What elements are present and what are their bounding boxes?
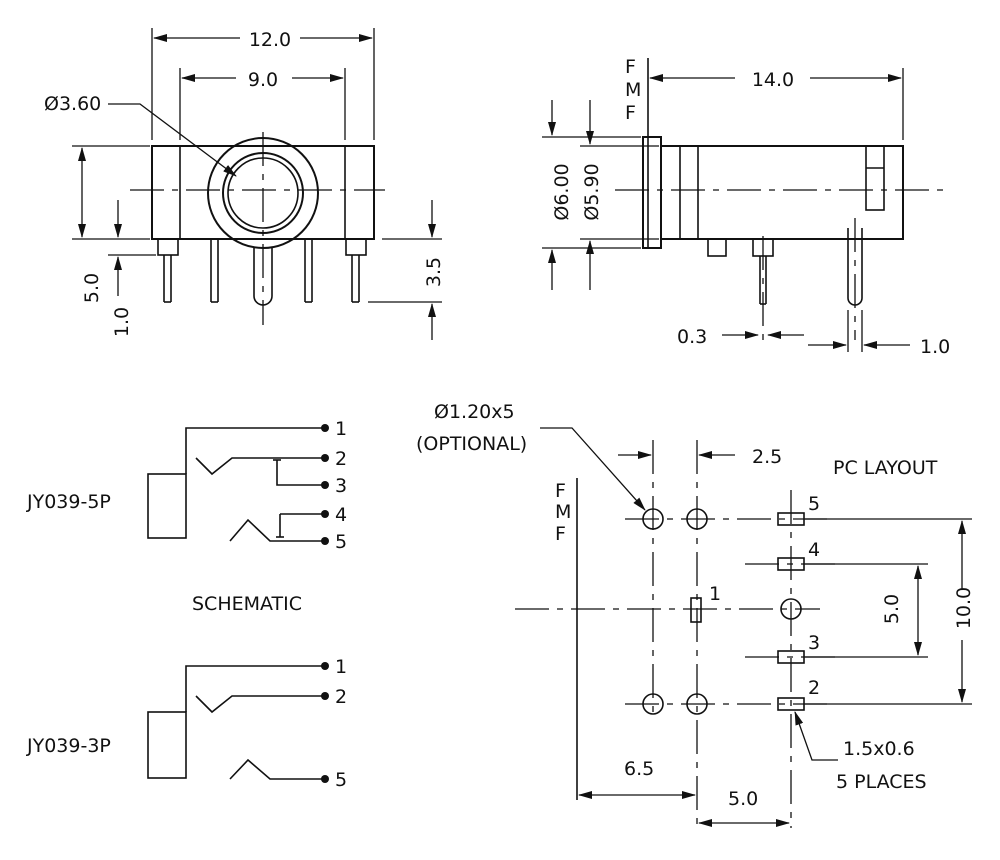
pad-number-2: 2 bbox=[808, 677, 820, 699]
jy039-5p-pin-4: 4 bbox=[335, 504, 347, 526]
front-view-dimensions: 12.0 9.0 Ø3.60 5.0 1.0 3.5 bbox=[44, 28, 445, 340]
schematic-jy039-3p: JY039-3P 1 2 5 bbox=[26, 656, 347, 791]
pc-layout-title: PC LAYOUT bbox=[833, 457, 938, 479]
jy039-3p-pin-2: 2 bbox=[335, 686, 347, 708]
pc-layout-holes bbox=[642, 508, 802, 715]
dim-inner-diameter: Ø5.90 bbox=[581, 163, 603, 220]
dim-pad-span-10: 10.0 bbox=[953, 587, 975, 629]
side-view-body bbox=[615, 136, 945, 249]
pcb-fmf-letter-1: F bbox=[555, 480, 566, 502]
jy039-5p-pin-1: 1 bbox=[335, 418, 347, 440]
dim-side-length: 14.0 bbox=[752, 69, 794, 91]
side-view-dimensions: 14.0 Ø6.00 Ø5.90 0.3 1.0 bbox=[542, 68, 950, 358]
dim-width-inner: 9.0 bbox=[248, 69, 278, 91]
pcb-fmf-letter-3: F bbox=[555, 523, 566, 545]
hole-note-optional: (OPTIONAL) bbox=[416, 433, 527, 455]
dim-standoff: 1.0 bbox=[111, 307, 133, 337]
dim-pad-span-5: 5.0 bbox=[881, 594, 903, 624]
pad-note-places: 5 PLACES bbox=[836, 771, 927, 793]
jy039-3p-pin-5: 5 bbox=[335, 769, 347, 791]
dim-pitch-5-0: 5.0 bbox=[728, 788, 758, 810]
dim-pin-length: 3.5 bbox=[423, 257, 445, 287]
dim-width-outer: 12.0 bbox=[249, 29, 291, 51]
pc-layout-fmf: F M F bbox=[555, 478, 578, 800]
front-view-pins bbox=[157, 238, 367, 306]
pc-layout-dimensions: Ø1.20x5 (OPTIONAL) 2.5 10.0 5.0 6.5 5.0 … bbox=[416, 401, 975, 827]
jy039-3p-pin-1: 1 bbox=[335, 656, 347, 678]
jy039-5p-pin-5: 5 bbox=[335, 531, 347, 553]
side-fmf-letter-2: M bbox=[625, 79, 641, 101]
pad-number-1: 1 bbox=[709, 583, 721, 605]
jy039-5p-pin-2: 2 bbox=[335, 448, 347, 470]
schematic-title: SCHEMATIC bbox=[192, 593, 302, 615]
hole-note-diameter: Ø1.20x5 bbox=[434, 401, 515, 423]
dim-hole-pitch: 2.5 bbox=[752, 446, 782, 468]
side-view: F M F 14.0 bbox=[542, 56, 950, 358]
pc-layout-pads: 1 5 4 3 2 bbox=[690, 493, 820, 711]
pad-number-4: 4 bbox=[808, 539, 820, 561]
jy039-5p-pin-3: 3 bbox=[335, 475, 347, 497]
schematic: JY039-5P 1 2 3 4 5 SCHEMATIC JY039-3P bbox=[26, 418, 347, 791]
pcb-fmf-letter-2: M bbox=[555, 501, 571, 523]
dim-offset-6-5: 6.5 bbox=[624, 758, 654, 780]
jy039-3p-label: JY039-3P bbox=[26, 735, 111, 757]
pc-layout: PC LAYOUT F M F bbox=[416, 401, 975, 828]
pad-number-3: 3 bbox=[808, 632, 820, 654]
dim-outer-diameter: Ø6.00 bbox=[551, 163, 573, 220]
pad-number-5: 5 bbox=[808, 493, 820, 515]
side-fmf-letter-3: F bbox=[625, 102, 636, 124]
schematic-jy039-5p: JY039-5P 1 2 3 4 5 bbox=[26, 418, 347, 553]
dim-body-height: 5.0 bbox=[81, 273, 103, 303]
dim-bore-diameter: Ø3.60 bbox=[44, 93, 101, 115]
front-view-centerlines bbox=[130, 132, 385, 325]
front-view: 12.0 9.0 Ø3.60 5.0 1.0 3.5 bbox=[44, 28, 445, 340]
pad-note-size: 1.5x0.6 bbox=[843, 738, 915, 760]
side-view-fmf: F M F bbox=[625, 56, 649, 136]
dim-pin-width: 1.0 bbox=[920, 336, 950, 358]
side-fmf-letter-1: F bbox=[625, 56, 636, 78]
jy039-5p-label: JY039-5P bbox=[26, 491, 111, 513]
dim-pin-thickness: 0.3 bbox=[677, 326, 707, 348]
side-view-pins bbox=[707, 218, 863, 346]
